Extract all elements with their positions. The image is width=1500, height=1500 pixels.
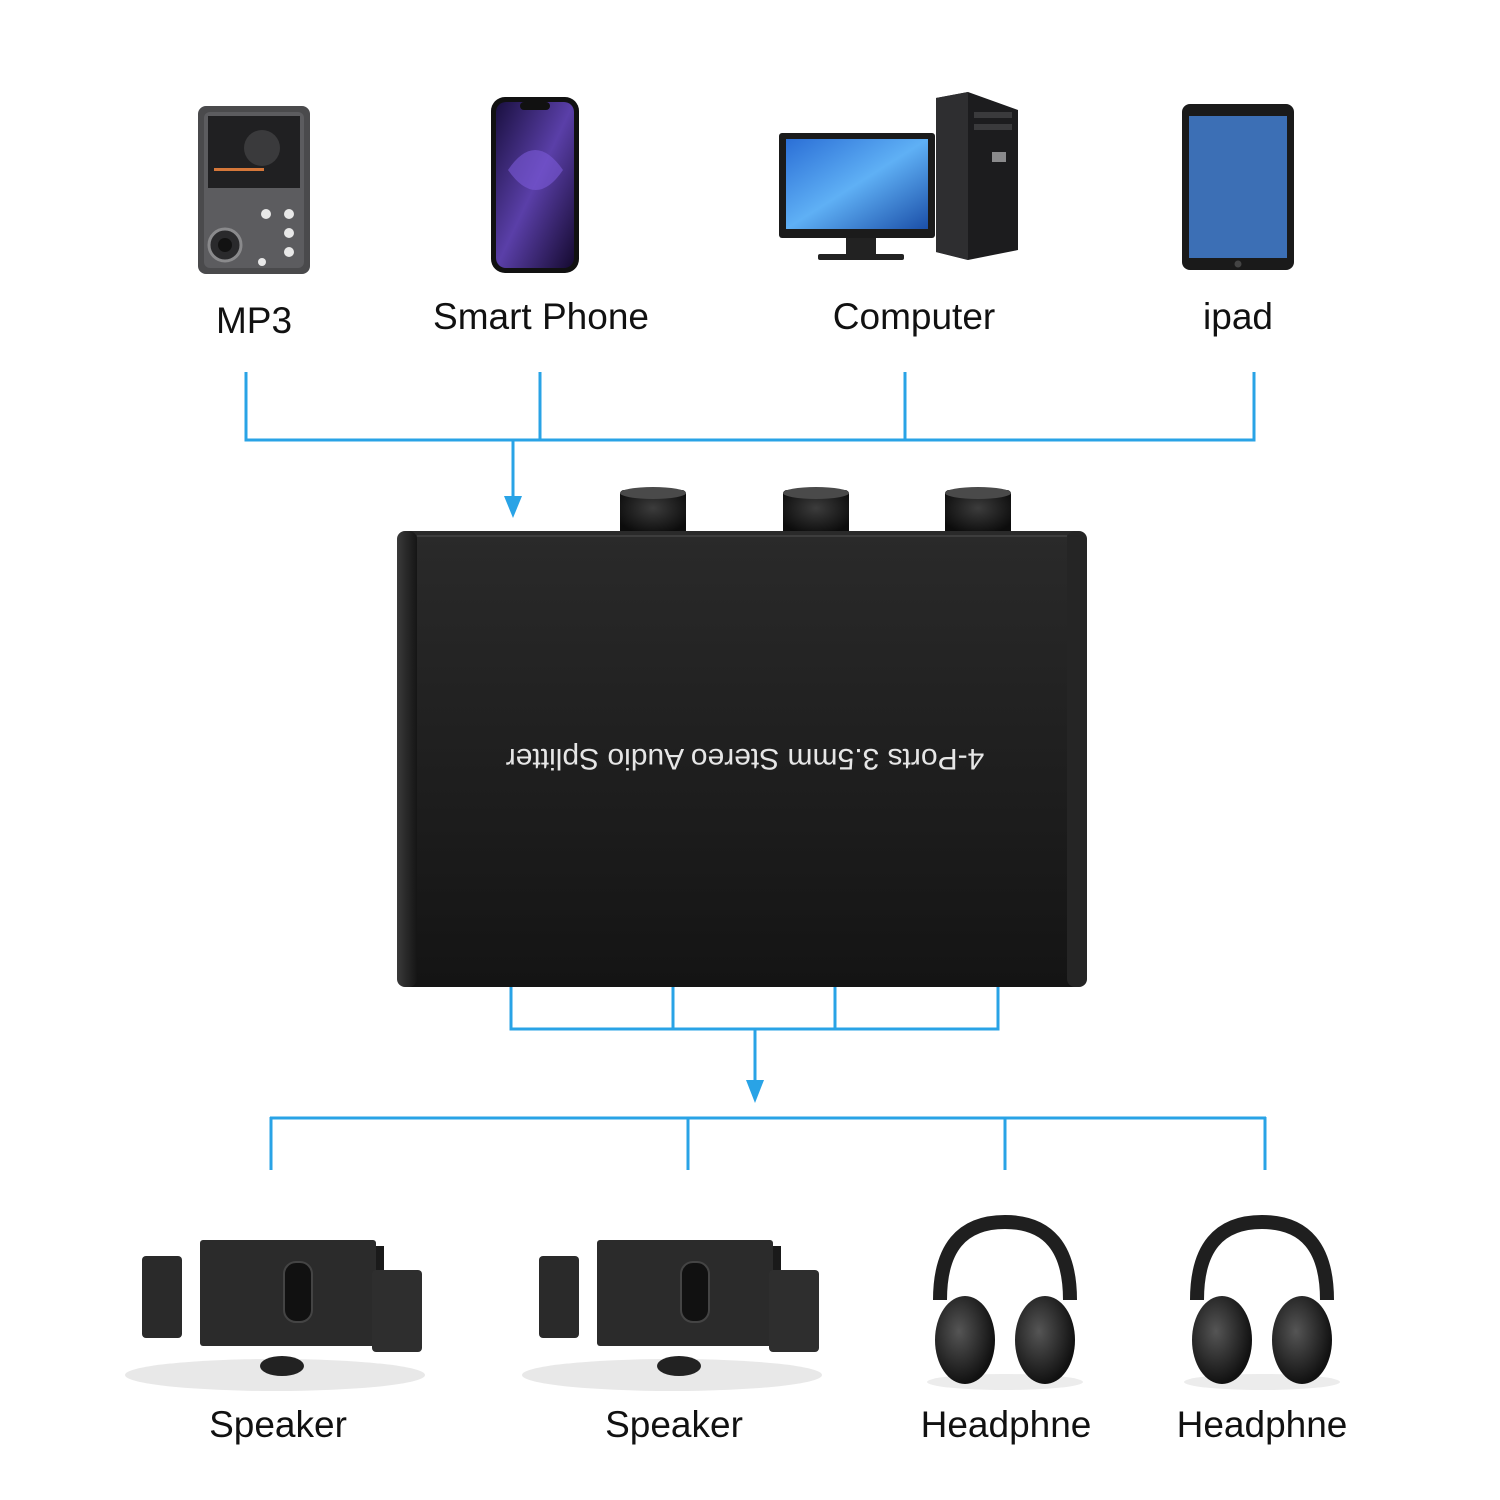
device-label-mp3: MP3: [215, 300, 293, 341]
splitter-label: 4-Ports 3.5mm Stereo Audio Splitter: [506, 742, 985, 775]
smartphone-icon: [491, 97, 579, 273]
speaker-system-icon: [125, 1240, 425, 1391]
input-arrow-icon: [504, 496, 522, 518]
knob-icon: [620, 487, 686, 535]
knob-icon: [783, 487, 849, 535]
output-label-headphone-1: Headphne: [920, 1404, 1092, 1445]
mp3-player-icon: [198, 106, 310, 274]
device-label-computer: Computer: [832, 296, 996, 337]
input-connector: [244, 372, 1256, 502]
speaker-system-icon: [522, 1240, 822, 1391]
tablet-icon: [1182, 104, 1294, 270]
headphones-icon: [1184, 1214, 1340, 1390]
desktop-computer-icon: [779, 92, 1018, 260]
audio-splitter: 4-Ports 3.5mm Stereo Audio Splitter: [397, 487, 1087, 987]
headphones-icon: [927, 1214, 1083, 1390]
device-label-ipad: ipad: [1203, 296, 1273, 337]
knob-icon: [945, 487, 1011, 535]
output-label-speaker-2: Speaker: [605, 1404, 743, 1445]
device-label-smart-phone: Smart Phone: [433, 296, 649, 337]
output-label-speaker-1: Speaker: [209, 1404, 347, 1445]
output-arrow-icon: [746, 1080, 764, 1103]
output-label-headphone-2: Headphne: [1176, 1404, 1348, 1445]
output-connector: [269, 987, 1267, 1170]
